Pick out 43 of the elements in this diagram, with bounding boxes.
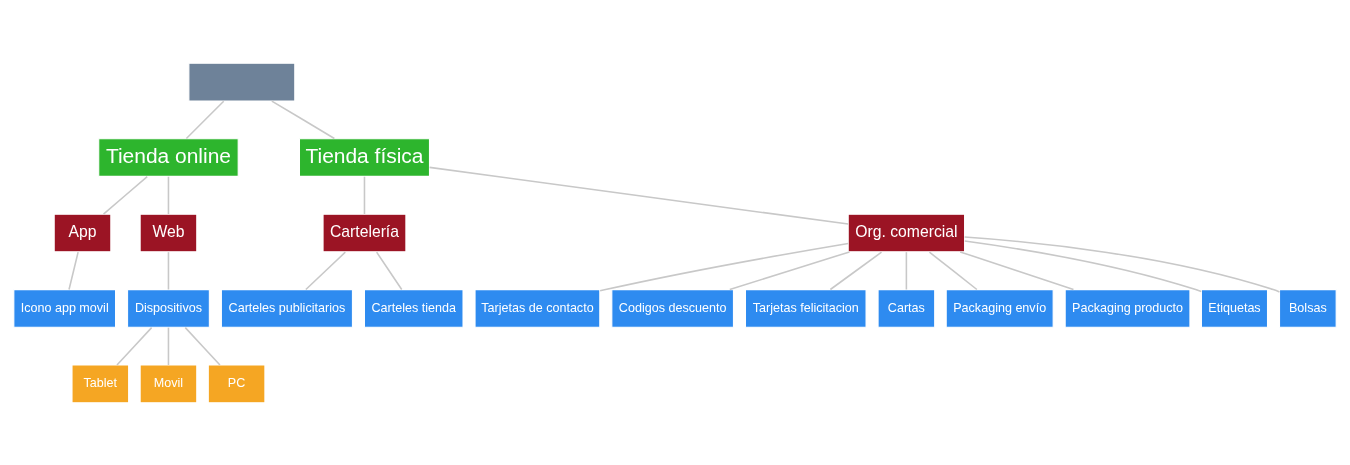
node-box: Movil <box>139 364 198 403</box>
connector <box>185 99 225 139</box>
connector <box>829 250 883 290</box>
connector <box>305 250 347 290</box>
node-box: PC <box>207 364 266 403</box>
connector <box>167 250 170 290</box>
node-box: Codigos descuento <box>611 288 734 328</box>
node-box: Org. comercial <box>847 213 966 252</box>
connector <box>184 326 221 366</box>
connector <box>959 250 1075 290</box>
node-box <box>188 62 296 101</box>
node-box: Tienda física <box>298 137 430 177</box>
connector <box>963 235 1281 293</box>
node-box: Tarjetas de contacto <box>474 288 601 328</box>
connector <box>428 166 849 225</box>
node-box: Cartas <box>877 288 936 328</box>
node-box: Bolsas <box>1279 288 1337 328</box>
node-box: Packaging producto <box>1064 288 1191 328</box>
node-box: Carteles publicitarios <box>220 288 353 328</box>
connector <box>116 326 153 366</box>
connector <box>729 250 851 290</box>
connector <box>363 175 366 215</box>
connector <box>928 250 978 290</box>
connector <box>375 250 403 290</box>
node-box: Cartelería <box>322 213 407 252</box>
node-box: Tienda online <box>98 137 239 177</box>
node-box: Tablet <box>71 364 130 403</box>
connector <box>102 175 148 215</box>
node-box: Carteles tienda <box>363 288 464 328</box>
node-box: Icono app movil <box>13 288 117 328</box>
node-box: Packaging envío <box>945 288 1054 328</box>
node-box: Dispositivos <box>127 288 210 328</box>
connector <box>167 175 170 215</box>
node-box: Tarjetas felicitacion <box>744 288 867 328</box>
connector <box>167 326 170 366</box>
node-box: Web <box>139 213 198 252</box>
node-box: Etiquetas <box>1200 288 1268 328</box>
connector <box>905 250 908 290</box>
node-box: App <box>53 213 112 252</box>
connector <box>964 239 1203 292</box>
connector <box>271 99 336 139</box>
connector <box>68 250 79 290</box>
connector <box>599 242 849 292</box>
